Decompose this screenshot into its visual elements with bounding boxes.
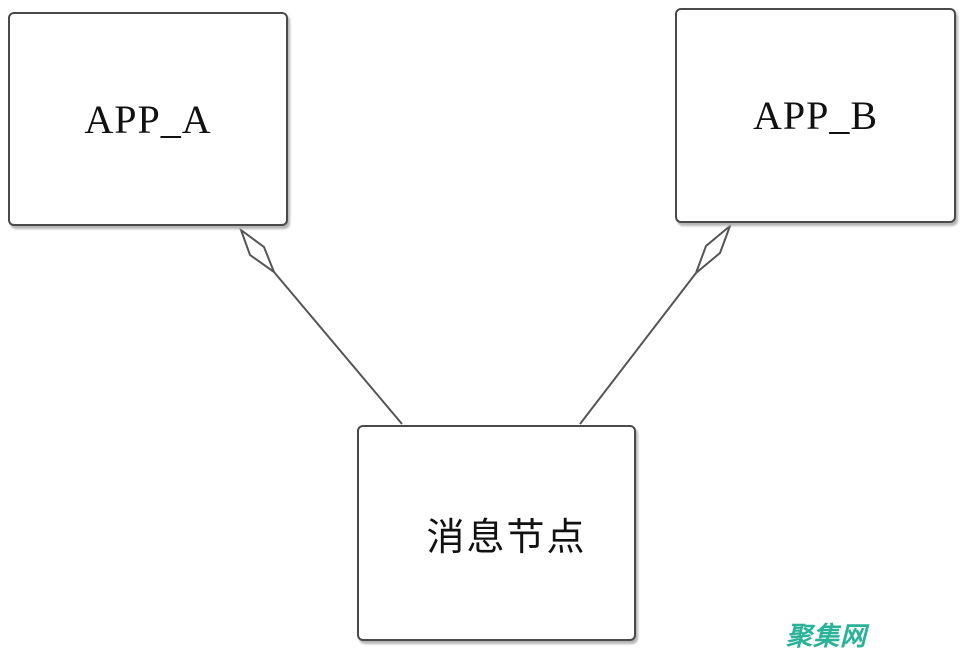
aggregation-diamond-icon [693, 222, 733, 277]
node-label: APP_B [752, 93, 879, 138]
edge-app-a-to-msg-node [273, 271, 403, 425]
node-label: 消息节点 [426, 514, 587, 559]
edge-app-b-to-msg-node [579, 272, 697, 425]
node-label: APP_A [84, 96, 212, 142]
aggregation-diamond-icon [238, 227, 277, 275]
watermark: 聚集网 [786, 622, 868, 652]
node-message[interactable]: 消息节点 [357, 425, 636, 641]
node-app-b[interactable]: APP_B [675, 8, 956, 223]
node-app-a[interactable]: APP_A [8, 12, 288, 226]
